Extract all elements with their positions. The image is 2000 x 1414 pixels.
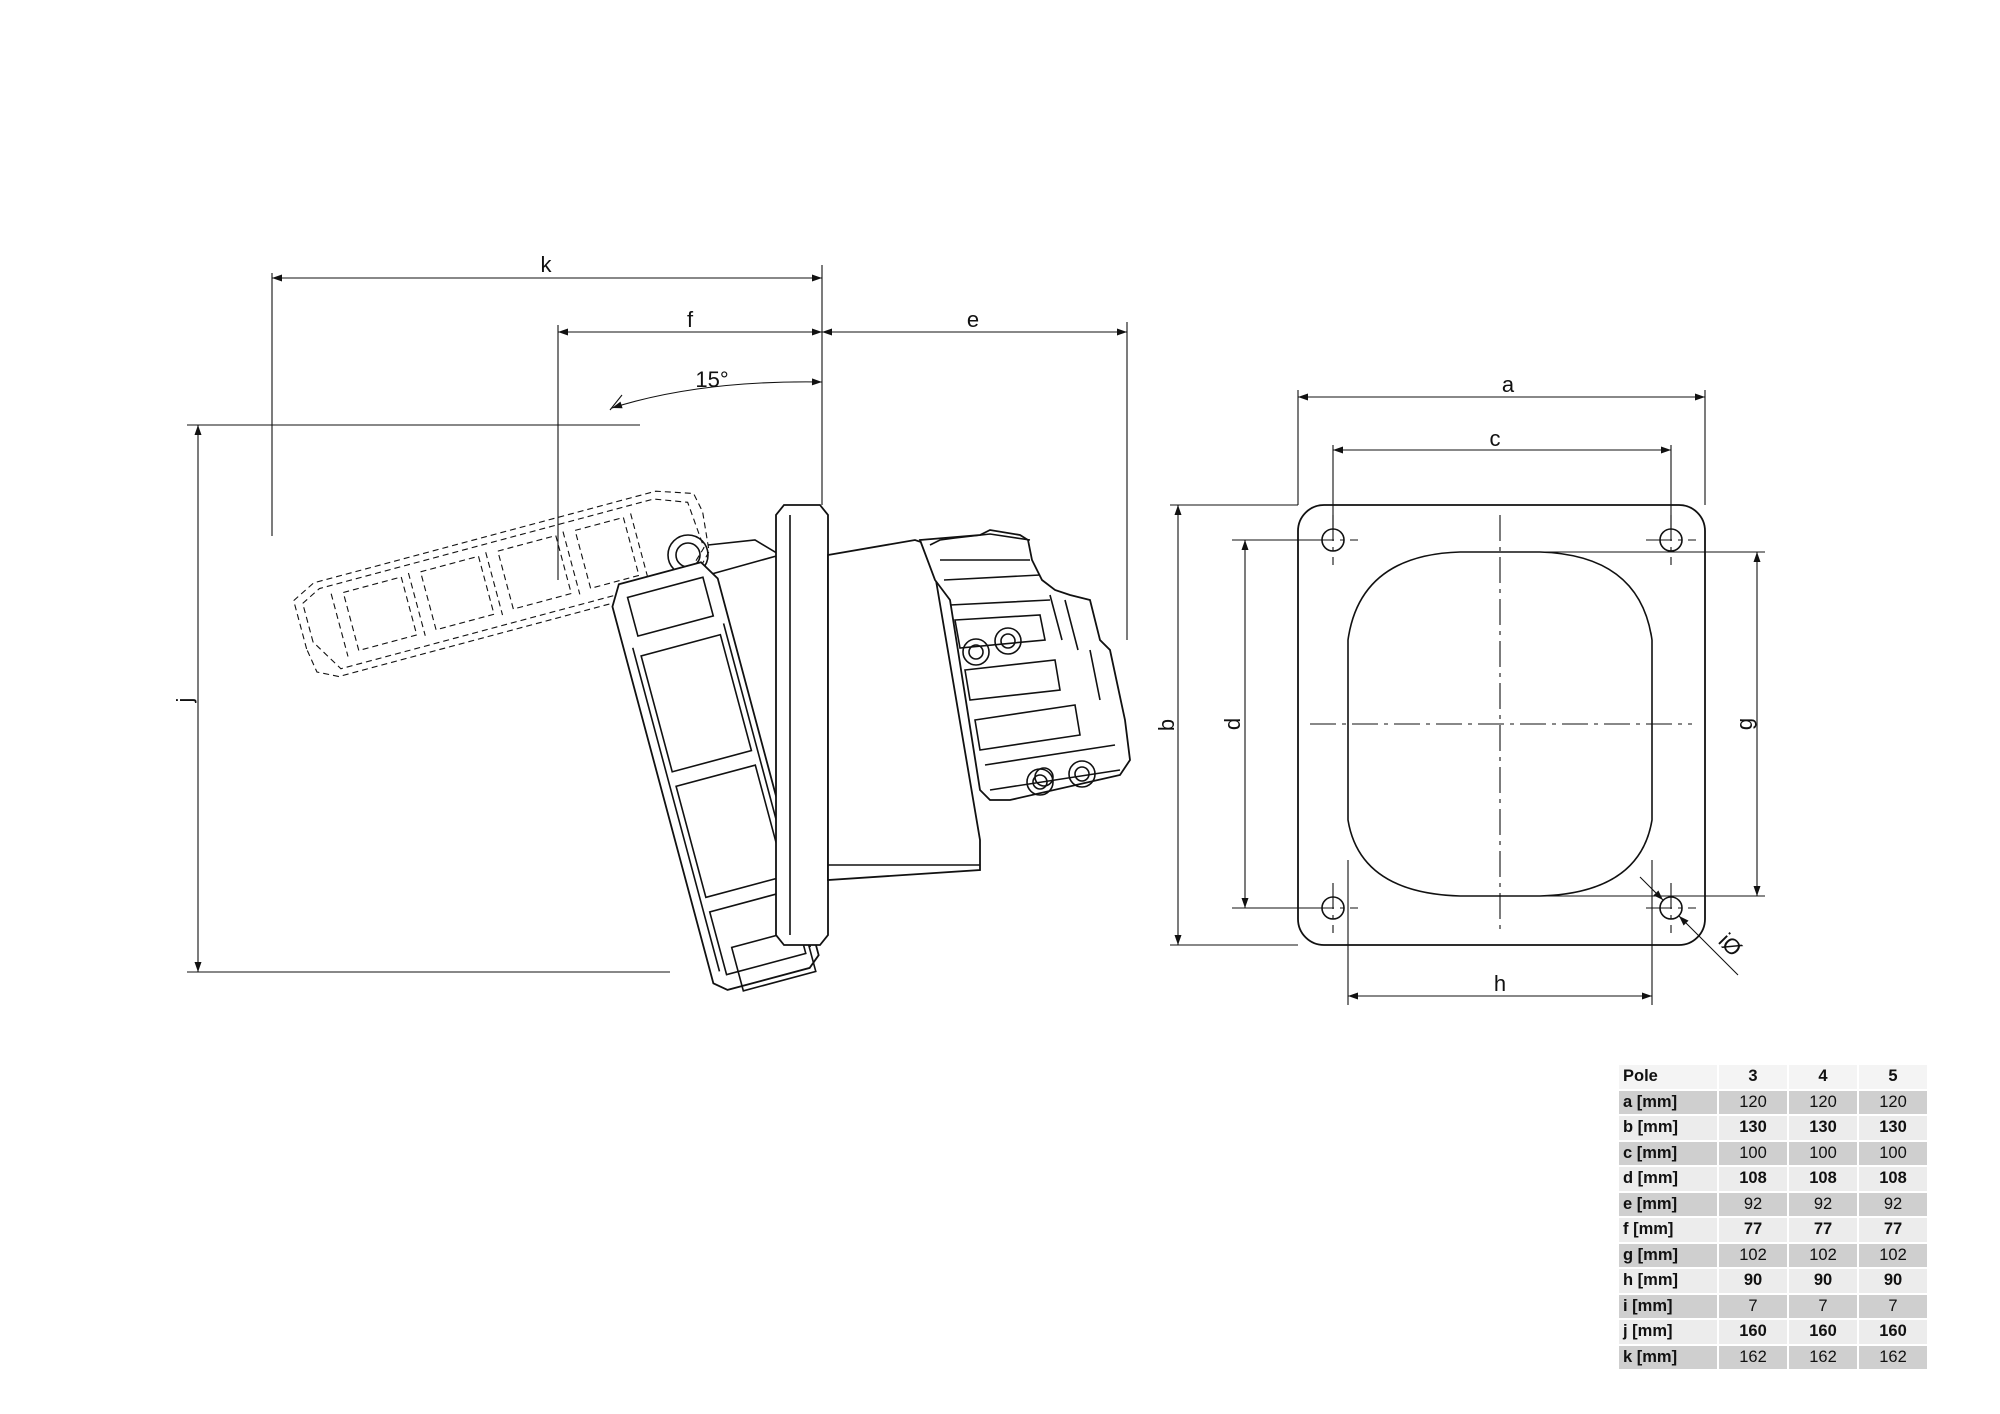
table-cell: 160 — [1859, 1320, 1927, 1344]
table-cell: 7 — [1789, 1294, 1857, 1318]
table-cell: 100 — [1789, 1141, 1857, 1165]
dimensions-table: Pole 3 4 5 a [mm] 120 120 120 b [mm] 130… — [1617, 1063, 1929, 1371]
table-cell: 130 — [1859, 1116, 1927, 1140]
table-cell: 162 — [1719, 1345, 1787, 1369]
rear-body — [827, 539, 981, 881]
table-cell: 102 — [1859, 1243, 1927, 1267]
table-header-cell: 5 — [1859, 1065, 1927, 1089]
table-cell: 108 — [1859, 1167, 1927, 1191]
dimension-label-g: g — [1732, 718, 1757, 730]
table-row: h [mm] 90 90 90 — [1619, 1269, 1927, 1293]
table-row: e [mm] 92 92 92 — [1619, 1192, 1927, 1216]
table-row: f [mm] 77 77 77 — [1619, 1218, 1927, 1242]
table-row: b [mm] 130 130 130 — [1619, 1116, 1927, 1140]
table-cell: 120 — [1859, 1090, 1927, 1114]
table-cell: 100 — [1859, 1141, 1927, 1165]
table-header-cell: 4 — [1789, 1065, 1857, 1089]
row-label: h [mm] — [1619, 1269, 1717, 1293]
table-cell: 92 — [1859, 1192, 1927, 1216]
table-cell: 7 — [1719, 1294, 1787, 1318]
table-cell: 130 — [1719, 1116, 1787, 1140]
table-cell: 120 — [1719, 1090, 1787, 1114]
table-row: i [mm] 7 7 7 — [1619, 1294, 1927, 1318]
table-cell: 77 — [1789, 1218, 1857, 1242]
dimension-label-f: f — [687, 307, 694, 332]
table-cell: 92 — [1719, 1192, 1787, 1216]
dimension-label-d: d — [1220, 718, 1245, 730]
table-row: c [mm] 100 100 100 — [1619, 1141, 1927, 1165]
table-header-row: Pole 3 4 5 — [1619, 1065, 1927, 1089]
table-cell: 162 — [1789, 1345, 1857, 1369]
row-label: k [mm] — [1619, 1345, 1717, 1369]
mounting-flange — [775, 504, 829, 946]
table-cell: 77 — [1719, 1218, 1787, 1242]
table-cell: 77 — [1859, 1218, 1927, 1242]
row-label: g [mm] — [1619, 1243, 1717, 1267]
dimension-label-b: b — [1154, 719, 1179, 731]
table-row: j [mm] 160 160 160 — [1619, 1320, 1927, 1344]
row-label: j [mm] — [1619, 1320, 1717, 1344]
table-cell: 92 — [1789, 1192, 1857, 1216]
table-header-cell: Pole — [1619, 1065, 1717, 1089]
dimension-label-a: a — [1502, 372, 1515, 397]
dimension-label-k: k — [541, 252, 553, 277]
table-cell: 90 — [1719, 1269, 1787, 1293]
row-label: b [mm] — [1619, 1116, 1717, 1140]
terminal-block — [918, 529, 1131, 801]
table-row: g [mm] 102 102 102 — [1619, 1243, 1927, 1267]
table-cell: 162 — [1859, 1345, 1927, 1369]
row-label: c [mm] — [1619, 1141, 1717, 1165]
angle-label: 15° — [695, 367, 728, 392]
table-row: k [mm] 162 162 162 — [1619, 1345, 1927, 1369]
socket-housing — [611, 561, 820, 992]
table-cell: 108 — [1789, 1167, 1857, 1191]
row-label: d [mm] — [1619, 1167, 1717, 1191]
open-lid-dashed — [293, 490, 710, 678]
dimension-line-i — [1639, 876, 1664, 901]
mounting-plate — [1297, 504, 1706, 946]
table-cell: 160 — [1719, 1320, 1787, 1344]
table-header-cell: 3 — [1719, 1065, 1787, 1089]
table-cell: 160 — [1789, 1320, 1857, 1344]
table-cell: 7 — [1859, 1294, 1927, 1318]
table-cell: 108 — [1719, 1167, 1787, 1191]
table-cell: 90 — [1859, 1269, 1927, 1293]
table-cell: 130 — [1789, 1116, 1857, 1140]
table-cell: 120 — [1789, 1090, 1857, 1114]
socket-cutout — [1347, 551, 1653, 897]
table-cell: 102 — [1789, 1243, 1857, 1267]
dimension-label-c: c — [1490, 426, 1501, 451]
row-label: f [mm] — [1619, 1218, 1717, 1242]
dimension-label-e: e — [967, 307, 979, 332]
side-view: k f e 15° j — [172, 252, 1131, 992]
dimension-label-h: h — [1494, 971, 1506, 996]
row-label: i [mm] — [1619, 1294, 1717, 1318]
dimension-label-j: j — [172, 698, 197, 704]
table-cell: 90 — [1789, 1269, 1857, 1293]
table-row: a [mm] 120 120 120 — [1619, 1090, 1927, 1114]
table-cell: 102 — [1719, 1243, 1787, 1267]
table-cell: 100 — [1719, 1141, 1787, 1165]
front-view: a c b d g h iØ — [1154, 372, 1765, 1005]
table-row: d [mm] 108 108 108 — [1619, 1167, 1927, 1191]
angle-arc — [611, 378, 823, 409]
row-label: a [mm] — [1619, 1090, 1717, 1114]
row-label: e [mm] — [1619, 1192, 1717, 1216]
